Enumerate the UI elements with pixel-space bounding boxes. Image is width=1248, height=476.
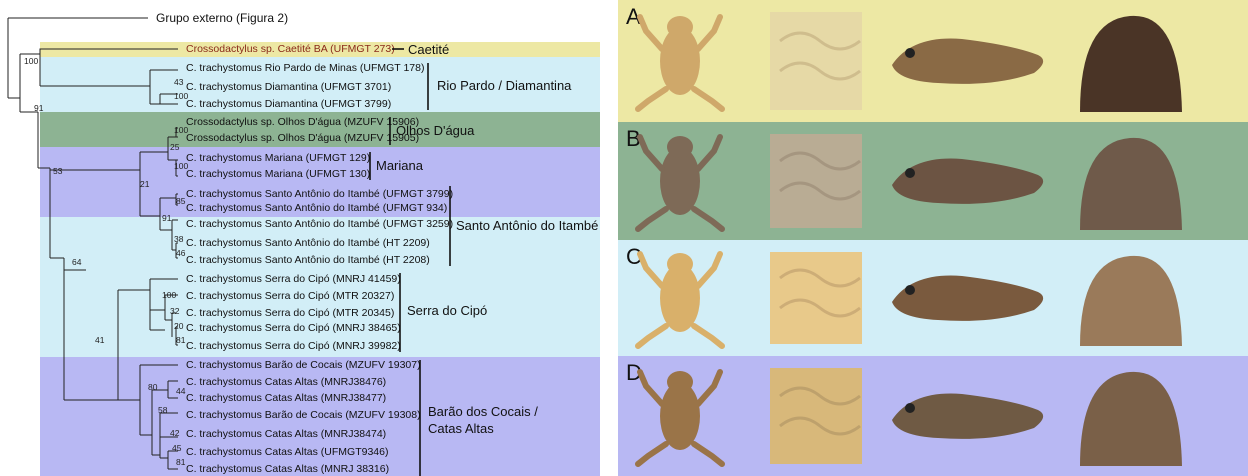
bootstrap-value: 100 [174, 161, 188, 171]
skin-texture-photo [770, 252, 862, 344]
leaf-label: C. trachystomus Santo Antônio do Itambé … [186, 254, 430, 266]
specimen-photos [618, 0, 1248, 122]
leaf-label: C. trachystomus Catas Altas (MNRJ38476) [186, 376, 386, 388]
leaf-label: C. trachystomus Rio Pardo de Minas (UFMG… [186, 62, 424, 74]
frog-eye [905, 403, 915, 413]
specimen-panel-a: A [618, 0, 1248, 122]
leaf-label: C. trachystomus Barão de Cocais (MZUFV 1… [186, 359, 421, 371]
bootstrap-value: 43 [174, 77, 184, 87]
specimen-panel-c: C [618, 240, 1248, 356]
bootstrap-value: 53 [53, 166, 63, 176]
frog-head [667, 136, 693, 158]
clade-label-caetite: Caetité [408, 42, 449, 57]
bootstrap-value: 58 [158, 405, 168, 415]
bootstrap-value: 85 [176, 196, 186, 206]
leaf-label: C. trachystomus Serra do Cipó (MNRJ 3846… [186, 322, 401, 334]
bootstrap-value: 44 [176, 386, 186, 396]
leaf-label: C. trachystomus Catas Altas (UFMGT9346) [186, 446, 388, 458]
leaf-label: Crossodactylus sp. Olhos D'água (MZUFV 1… [186, 116, 419, 128]
head-closeup-photo [1080, 16, 1182, 112]
leaf-label: Crossodactylus sp. Caetité BA (UFMGT 273… [186, 43, 395, 55]
bootstrap-value: 100 [162, 290, 176, 300]
skin-texture-photo [770, 12, 862, 110]
clade-label-olhos-dagua: Olhos D'água [396, 123, 475, 138]
clade-label-mariana: Mariana [376, 158, 424, 173]
frog-eye [905, 285, 915, 295]
bootstrap-value: 20 [174, 321, 184, 331]
frog-head [667, 371, 693, 393]
frog-eye [905, 48, 915, 58]
frog-head [667, 253, 693, 275]
leaf-label: C. trachystomus Serra do Cipó (MTR 20327… [186, 290, 394, 302]
clade-label-santo-antonio: Santo Antônio do Itambé [456, 218, 598, 233]
bootstrap-value: 81 [176, 457, 186, 467]
specimen-panel-d: D [618, 356, 1248, 476]
bootstrap-value: 25 [170, 142, 180, 152]
clade-label-rio-pardo: Rio Pardo / Diamantina [437, 78, 572, 93]
bootstrap-value: 91 [162, 213, 172, 223]
leaf-label: C. trachystomus Barão de Cocais (MZUFV 1… [186, 409, 421, 421]
lateral-view-photo [892, 394, 1043, 439]
leaf-label: C. trachystomus Santo Antônio do Itambé … [186, 188, 453, 200]
leaf-label: C. trachystomus Santo Antônio do Itambé … [186, 218, 453, 230]
head-closeup-photo [1080, 372, 1182, 466]
leaf-label: C. trachystomus Santo Antônio do Itambé … [186, 237, 430, 249]
leaf-label: C. trachystomus Catas Altas (MNRJ38474) [186, 428, 386, 440]
leaf-label: C. trachystomus Serra do Cipó (MTR 20345… [186, 307, 394, 319]
bootstrap-value: 21 [140, 179, 150, 189]
bootstrap-value: 64 [72, 257, 82, 267]
bootstrap-value: 91 [34, 103, 44, 113]
bootstrap-value: 100 [174, 91, 188, 101]
specimen-panel-b: B [618, 122, 1248, 240]
head-closeup-photo [1080, 138, 1182, 230]
frog-eye [905, 168, 915, 178]
specimen-photos [618, 122, 1248, 240]
head-closeup-photo [1080, 256, 1182, 346]
phylogenetic-tree: Grupo externo (Figura 2) Crossodactylus … [0, 0, 600, 476]
leaf-label: C. trachystomus Santo Antônio do Itambé … [186, 202, 447, 214]
bootstrap-value: 41 [95, 335, 105, 345]
bootstrap-value: 46 [176, 248, 186, 258]
bootstrap-value: 100 [174, 125, 188, 135]
bootstrap-value: 100 [24, 56, 38, 66]
leaf-label: C. trachystomus Serra do Cipó (MNRJ 4145… [186, 273, 401, 285]
bootstrap-value: 42 [170, 428, 180, 438]
leaf-label: C. trachystomus Mariana (UFMGT 130) [186, 168, 370, 180]
clade-label-serra-cipo: Serra do Cipó [407, 303, 487, 318]
leaf-label: C. trachystomus Mariana (UFMGT 129) [186, 152, 370, 164]
skin-texture-photo [770, 368, 862, 464]
bootstrap-value: 45 [172, 443, 182, 453]
leaf-label: Crossodactylus sp. Olhos D'água (MZUFV 1… [186, 132, 419, 144]
leaf-label: C. trachystomus Catas Altas (MNRJ 38316) [186, 463, 389, 475]
clade-label-catas-altas: Catas Altas [428, 421, 494, 436]
frog-head [667, 16, 693, 38]
bootstrap-value: 81 [176, 335, 186, 345]
bootstrap-value: 80 [148, 382, 158, 392]
lateral-view-photo [892, 159, 1043, 204]
leaf-label: C. trachystomus Diamantina (UFMGT 3799) [186, 98, 391, 110]
specimen-photos [618, 356, 1248, 476]
bootstrap-value: 32 [170, 306, 180, 316]
leaf-label: C. trachystomus Catas Altas (MNRJ38477) [186, 392, 386, 404]
outgroup-label: Grupo externo (Figura 2) [156, 11, 288, 25]
leaf-label: C. trachystomus Serra do Cipó (MNRJ 3998… [186, 340, 401, 352]
lateral-view-photo [892, 39, 1043, 84]
lateral-view-photo [892, 276, 1043, 321]
specimen-photos [618, 240, 1248, 356]
leaf-label: C. trachystomus Diamantina (UFMGT 3701) [186, 81, 391, 93]
skin-texture-photo [770, 134, 862, 228]
clade-label-barao: Barão dos Cocais / [428, 404, 538, 419]
bootstrap-value: 38 [174, 234, 184, 244]
